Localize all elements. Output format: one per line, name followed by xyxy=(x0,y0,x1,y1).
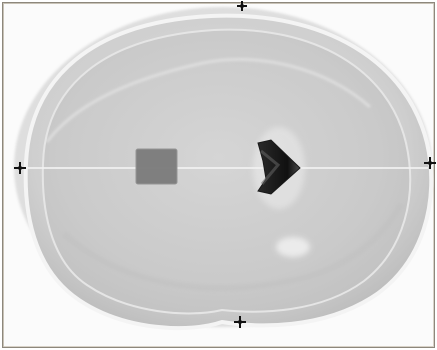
square-marker-icon xyxy=(136,149,177,184)
brain-region xyxy=(43,30,410,314)
bright-lesion xyxy=(276,237,310,257)
